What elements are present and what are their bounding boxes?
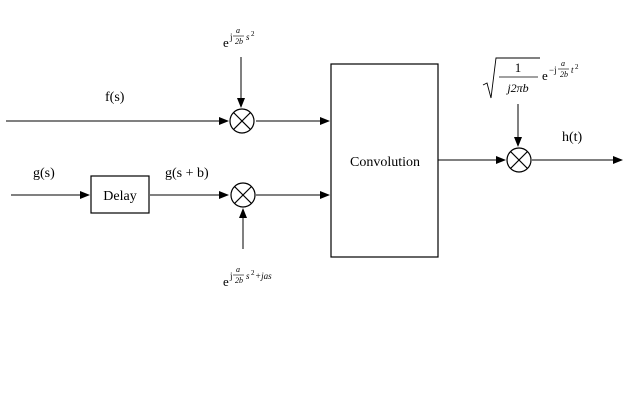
svg-text:j2πb: j2πb: [505, 81, 528, 95]
svg-text:2: 2: [575, 63, 579, 71]
svg-text:2: 2: [251, 269, 255, 277]
convolution-label: Convolution: [350, 155, 420, 170]
svg-text:2: 2: [251, 30, 255, 38]
g-shift-label: g(s + b): [165, 166, 209, 181]
h-label: h(t): [562, 130, 583, 145]
svg-text:1: 1: [515, 60, 522, 75]
svg-text:t: t: [571, 65, 574, 75]
svg-text:j: j: [229, 32, 233, 42]
svg-text:e: e: [223, 274, 229, 289]
delay-block: [90, 175, 150, 214]
svg-text:j: j: [229, 271, 233, 281]
output-factor-expression: 1 j2πb e −j a 2b t 2: [482, 57, 579, 99]
convolution-block: [330, 63, 439, 258]
svg-text:s: s: [246, 271, 250, 281]
svg-text:a: a: [236, 26, 240, 35]
top-exponential-expression: e j a 2b s 2: [223, 26, 255, 50]
svg-text:a: a: [561, 59, 565, 68]
top-multiplier: [229, 108, 255, 134]
svg-text:s: s: [246, 32, 250, 42]
svg-text:+jas: +jas: [255, 271, 272, 281]
svg-text:2b: 2b: [235, 37, 243, 46]
svg-text:a: a: [236, 265, 240, 274]
g-label: g(s): [33, 166, 55, 181]
svg-text:2b: 2b: [235, 276, 243, 285]
svg-text:e: e: [542, 68, 548, 83]
f-label: f(s): [105, 90, 125, 105]
output-multiplier: [506, 147, 532, 173]
bottom-exponential-expression: e j a 2b s 2 +jas: [223, 265, 272, 289]
svg-text:2b: 2b: [560, 70, 568, 79]
delay-label: Delay: [103, 189, 136, 204]
svg-text:−j: −j: [549, 65, 557, 75]
bottom-multiplier: [230, 182, 256, 208]
svg-text:e: e: [223, 35, 229, 50]
